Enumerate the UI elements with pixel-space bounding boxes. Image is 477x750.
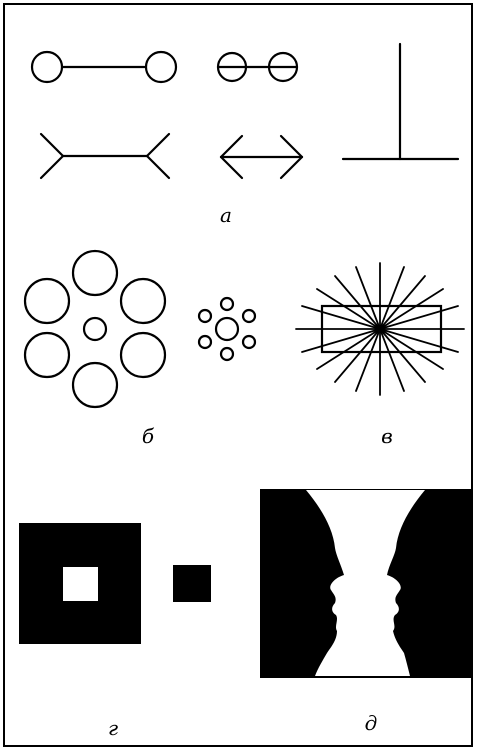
white-inner-square — [63, 567, 98, 601]
label-d: д — [365, 711, 378, 735]
label-a: а — [220, 203, 232, 227]
dumbbell-large — [32, 52, 176, 82]
ebbinghaus-large-surround — [25, 251, 165, 407]
label-g: г — [108, 716, 118, 740]
vertical-horizontal-illusion — [343, 44, 458, 159]
ebbinghaus-small-surround — [199, 298, 255, 360]
muller-lyer-inward — [221, 136, 302, 178]
small-black-square — [173, 565, 211, 602]
dumbbell-small — [218, 53, 297, 81]
muller-lyer-outward — [41, 134, 169, 178]
label-b: б — [142, 424, 155, 448]
label-v: в — [381, 424, 393, 448]
rubin-vase — [260, 489, 471, 678]
